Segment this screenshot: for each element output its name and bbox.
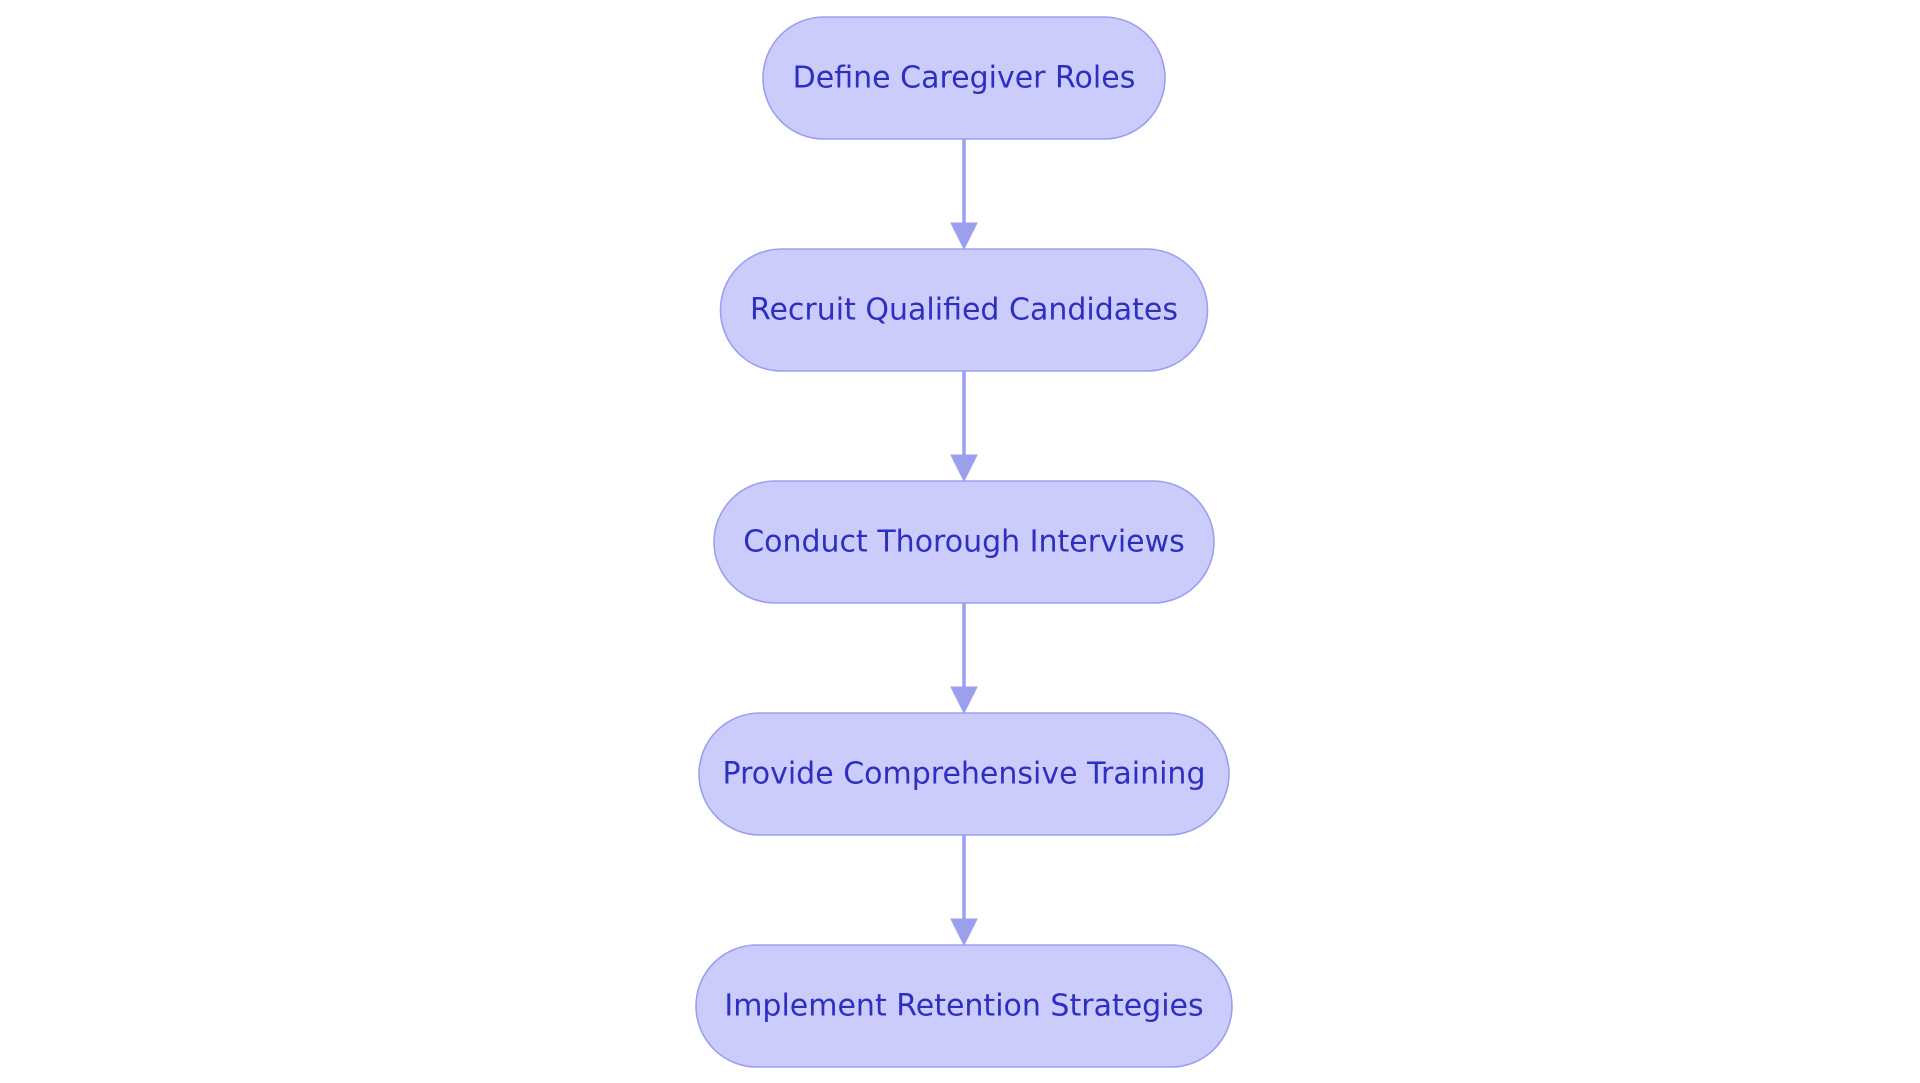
flow-node: Conduct Thorough Interviews bbox=[713, 480, 1215, 604]
flow-node-shape bbox=[695, 944, 1233, 1068]
flow-arrow bbox=[950, 371, 978, 483]
flow-node: Implement Retention Strategies bbox=[695, 944, 1233, 1068]
edges bbox=[950, 139, 978, 947]
flow-node-shape bbox=[762, 16, 1166, 140]
arrow-head-icon bbox=[950, 454, 978, 483]
flow-node: Provide Comprehensive Training bbox=[698, 712, 1230, 836]
arrow-head-icon bbox=[950, 222, 978, 251]
flow-node-label: Conduct Thorough Interviews bbox=[743, 525, 1185, 560]
flow-node-label: Define Caregiver Roles bbox=[793, 61, 1136, 96]
flow-node-shape bbox=[719, 248, 1209, 372]
flow-node: Recruit Qualified Candidates bbox=[719, 248, 1209, 372]
flow-arrow bbox=[950, 835, 978, 947]
flow-node-label: Recruit Qualified Candidates bbox=[750, 293, 1178, 328]
flow-arrow bbox=[950, 139, 978, 251]
flow-node-label: Implement Retention Strategies bbox=[724, 989, 1203, 1024]
arrow-head-icon bbox=[950, 686, 978, 715]
flow-node-shape bbox=[713, 480, 1215, 604]
flow-node-label: Provide Comprehensive Training bbox=[723, 757, 1206, 792]
arrow-head-icon bbox=[950, 918, 978, 947]
flow-node-shape bbox=[698, 712, 1230, 836]
flow-arrow bbox=[950, 603, 978, 715]
flow-node: Define Caregiver Roles bbox=[762, 16, 1166, 140]
